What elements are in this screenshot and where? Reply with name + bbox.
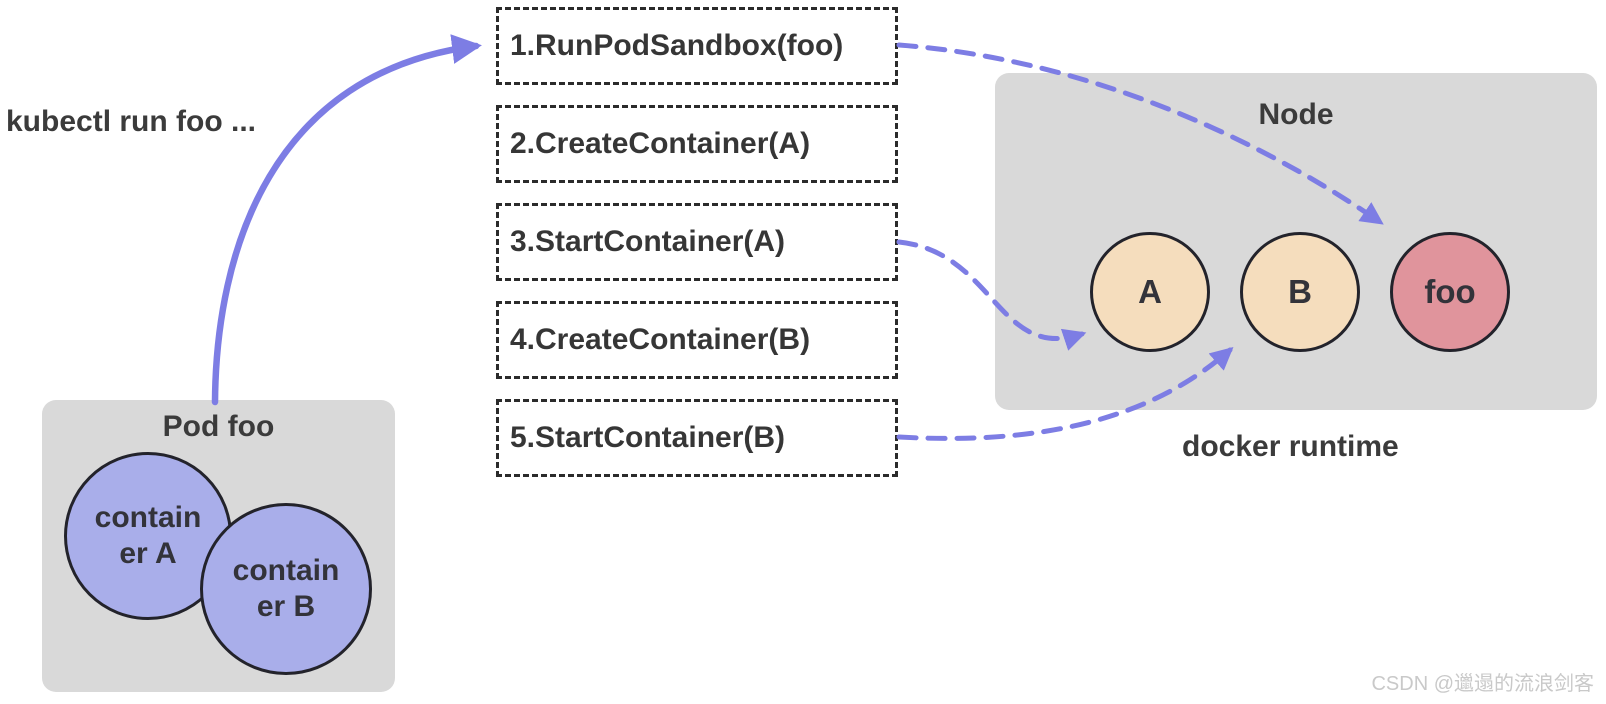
cri-call-box-start-container-a: 3.StartContainer(A) <box>496 203 898 281</box>
node-panel-title: Node <box>1258 98 1334 131</box>
csdn-watermark: CSDN @邋遢的流浪剑客 <box>1371 673 1594 695</box>
node-container-label: A <box>1138 273 1162 310</box>
pod-container-a-circle: contain er A <box>64 452 232 620</box>
node-container-label: foo <box>1424 273 1476 310</box>
node-panel: Node A B foo <box>995 73 1597 410</box>
pod-foo-panel: Pod foo contain er A contain er B <box>42 400 395 692</box>
kubectl-command-label: kubectl run foo ... <box>6 105 257 138</box>
pod-container-b-circle: contain er B <box>200 503 372 675</box>
cri-call-label: 2.CreateContainer(A) <box>510 127 811 160</box>
pod-container-label-line: contain <box>232 554 340 587</box>
pod-panel-title: Pod foo <box>162 410 275 443</box>
node-container-a-circle: A <box>1090 232 1210 352</box>
pod-container-label-line: er B <box>256 590 316 623</box>
node-container-label: B <box>1288 273 1312 310</box>
cri-call-label: 5.StartContainer(B) <box>510 421 786 454</box>
cri-call-box-start-container-b: 5.StartContainer(B) <box>496 399 898 477</box>
cri-call-label: 3.StartContainer(A) <box>510 225 786 258</box>
arrow-kubectl-to-runpodsandbox <box>211 34 482 406</box>
cri-call-box-create-container-b: 4.CreateContainer(B) <box>496 301 898 379</box>
node-container-b-circle: B <box>1240 232 1360 352</box>
pod-container-label-line: er A <box>119 537 177 570</box>
cri-call-label: 1.RunPodSandbox(foo) <box>510 29 844 62</box>
cri-call-label: 4.CreateContainer(B) <box>510 323 811 356</box>
node-sandbox-foo-circle: foo <box>1390 232 1510 352</box>
cri-call-box-create-container-a: 2.CreateContainer(A) <box>496 105 898 183</box>
docker-runtime-label: docker runtime <box>1182 430 1399 463</box>
pod-container-label-line: contain <box>94 501 202 534</box>
cri-call-box-run-pod-sandbox: 1.RunPodSandbox(foo) <box>496 7 898 85</box>
